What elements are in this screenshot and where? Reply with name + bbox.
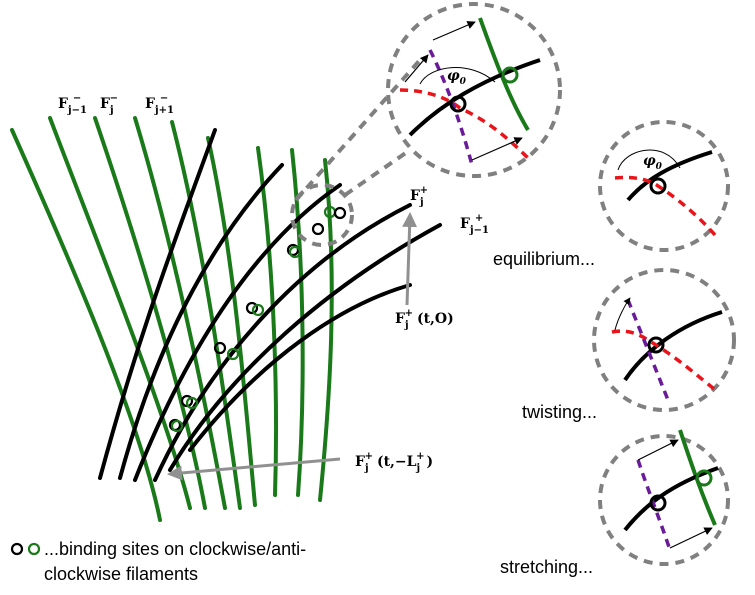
zoom-black-filament: [408, 58, 541, 137]
twisting-black-filament: [623, 310, 723, 382]
equilibrium-circle-group: [598, 120, 730, 252]
binding-site-black: [333, 206, 347, 220]
equilibrium-binding-black: [649, 177, 667, 195]
twisting-red-dashed: [611, 329, 720, 394]
legend-text-line1: ...binding sites on clockwise/anti-: [44, 539, 306, 559]
green-filament-2: [48, 116, 192, 510]
equilibrium-black-filament: [626, 150, 713, 202]
label-f-minus-3: Fj+1−: [145, 93, 174, 116]
zoom-arrow-bottom: [471, 137, 523, 161]
green-filament-6: [206, 136, 257, 507]
legend: ...binding sites on clockwise/anti- cloc…: [10, 539, 306, 584]
twisting-purple-dashed: [626, 299, 670, 401]
label-f-plus-t-L: Fj+(t,−Lj+): [355, 451, 433, 474]
stretching-arrow-top: [637, 439, 679, 461]
green-filament-7: [256, 146, 279, 497]
binding-site-black: [286, 243, 300, 257]
binding-site-green: [226, 347, 240, 361]
binding-site-black: [213, 341, 227, 355]
equilibrium-red-dashed: [614, 175, 717, 237]
binding-site-black: [245, 301, 259, 315]
zoom-red-dashed: [399, 88, 532, 162]
zoom-binding-green: [501, 66, 519, 84]
zoom-binding-black: [449, 95, 467, 113]
zoom-line-upper: [294, 58, 422, 202]
legend-green-site-icon: [27, 542, 41, 556]
green-filament-3: [93, 116, 207, 510]
twisting-circle-group: [592, 268, 736, 412]
zoom-arrow-left: [404, 54, 429, 83]
binding-site-green: [185, 396, 199, 410]
twisting-binding-black: [647, 336, 665, 354]
label-f-plus-t-o: Fj+(t,O): [395, 308, 454, 331]
black-filament-2: [118, 163, 284, 480]
stretching-binding-black: [649, 494, 667, 512]
black-filament-5: [168, 223, 442, 472]
twisting-angle-arc: [614, 297, 631, 331]
legend-text-line2: clockwise filaments: [44, 564, 198, 584]
zoom-angle-arc: [419, 67, 496, 85]
zoom-arrow-top: [432, 21, 476, 41]
label-f-plus-j: Fj+: [410, 185, 428, 208]
label-phi-equilibrium: φ0: [643, 153, 663, 172]
label-phi-zoom: φ0: [447, 68, 467, 87]
zoom-line-lower: [343, 148, 412, 197]
label-f-minus-1: Fj−1−: [58, 93, 87, 116]
label-f-plus-jm1: Fj−1+: [460, 213, 489, 236]
zoom-circle: [386, 2, 562, 178]
green-filaments: [10, 116, 334, 522]
black-filament-1: [98, 128, 217, 480]
black-filament-4: [153, 203, 412, 482]
stretching-circle: [598, 434, 730, 566]
twisting-circle: [592, 268, 736, 412]
pointer-arrows: [167, 212, 418, 481]
caption-stretching: stretching...: [500, 557, 593, 577]
stretching-arrow-bottom: [669, 527, 713, 549]
binding-site-green: [251, 303, 265, 317]
pointer-arrow-origin: [402, 212, 418, 306]
zoom-source-circle: [290, 183, 354, 247]
green-filament-1: [10, 128, 162, 522]
pointer-arrow-end: [167, 457, 341, 481]
zoom-circle-group: [386, 2, 562, 178]
black-filament-3: [133, 183, 342, 482]
equilibrium-angle-arc: [617, 149, 681, 171]
caption-equilibrium: equilibrium...: [493, 249, 595, 269]
green-filament-4: [133, 116, 227, 510]
binding-sites: [168, 205, 347, 433]
binding-site-black: [311, 222, 325, 236]
binding-site-green: [170, 419, 184, 433]
stretching-binding-green: [695, 469, 713, 487]
caption-twisting: twisting...: [522, 402, 597, 422]
stretching-circle-group: [598, 429, 730, 566]
label-f-minus-2: Fj−: [100, 93, 118, 116]
legend-black-site-icon: [10, 542, 24, 556]
binding-site-green: [288, 245, 302, 259]
black-filament-6: [188, 283, 412, 452]
stretching-purple-dashed: [636, 459, 672, 551]
zoom-indicator: [290, 58, 422, 247]
black-filaments: [98, 128, 442, 482]
equilibrium-circle: [598, 120, 730, 252]
